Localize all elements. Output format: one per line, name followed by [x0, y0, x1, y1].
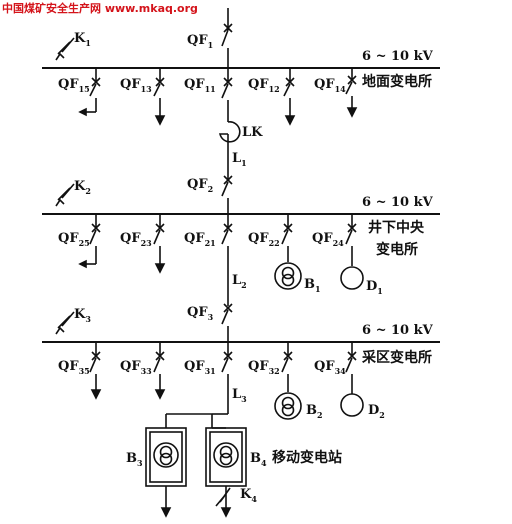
transformer-b1	[274, 262, 302, 290]
fault-label-3: K3	[74, 307, 91, 324]
mobile-substation-b4	[205, 427, 247, 518]
incoming-breaker-3	[221, 303, 233, 342]
transformer-b2	[274, 392, 302, 420]
voltage-label-2: 6 ~ 10 kV	[362, 195, 434, 210]
incoming-label-2: QF2	[187, 177, 213, 194]
fault-label-2: K2	[74, 179, 91, 196]
station-name-1: 地面变电所	[362, 73, 432, 90]
feeder-qf21	[221, 214, 233, 306]
fault-symbol-3	[55, 311, 75, 335]
station-name-2b: 变电所	[376, 241, 418, 258]
feeder-qf13	[153, 68, 166, 126]
feeder-label-qf23: QF23	[120, 231, 152, 248]
voltage-label-1: 6 ~ 10 kV	[362, 49, 434, 64]
motor-d2	[340, 393, 364, 417]
reactor-label: LK	[242, 125, 263, 140]
feeder-label-qf31: QF31	[184, 359, 216, 376]
mobile-substation-b3	[145, 427, 187, 518]
fault-label-4: K4	[240, 487, 257, 504]
feeder-label-qf22: QF22	[248, 231, 280, 248]
motor-label-d1: D1	[366, 279, 383, 296]
level-2: QF2 K2 6 ~ 10 kV 井下中央 变电所 QF25 QF23 QF21	[42, 175, 440, 306]
mobile-substations	[145, 413, 247, 518]
feeder-qf34	[340, 342, 364, 417]
level-3: QF3 K3 6 ~ 10 kV 采区变电所 QF35 QF33 QF31	[42, 303, 440, 428]
feeder-label-qf24: QF24	[312, 231, 344, 248]
fault-symbol-1	[55, 37, 75, 61]
feeder-label-qf14: QF14	[314, 77, 346, 94]
voltage-label-3: 6 ~ 10 kV	[362, 323, 434, 338]
incoming-label-1: QF1	[187, 33, 213, 50]
line-label-2: L2	[232, 273, 247, 290]
station-name-3: 采区变电所	[361, 349, 432, 366]
feeder-label-qf13: QF13	[120, 77, 152, 94]
incoming-breaker-2	[221, 175, 233, 214]
watermark: 中国煤矿安全生产网 www.mkaq.org	[2, 2, 198, 15]
motor-d1	[340, 266, 364, 290]
feeder-qf35	[89, 342, 102, 400]
feeder-label-qf25: QF25	[58, 231, 90, 248]
motor-label-d2: D2	[368, 403, 385, 420]
fault-label-1: K1	[74, 31, 91, 48]
fault-symbol-4	[215, 487, 231, 507]
mobile-label-b4: B4	[250, 451, 267, 468]
feeder-qf31	[211, 342, 233, 428]
feeder-qf12	[283, 68, 296, 126]
feeder-label-qf11: QF11	[184, 77, 216, 94]
transformer-label-b2: B2	[306, 403, 323, 420]
feeder-qf24	[340, 214, 364, 290]
line-label-1: L1	[232, 151, 247, 168]
incoming-label-3: QF3	[187, 305, 214, 322]
mobile-substation-name: 移动变电站	[272, 449, 342, 466]
feeder-label-qf15: QF15	[58, 77, 90, 94]
line-label-3: L3	[232, 387, 247, 404]
mobile-label-b3: B3	[126, 451, 143, 468]
transformer-label-b1: B1	[304, 277, 321, 294]
feeder-label-qf12: QF12	[248, 77, 280, 94]
feeder-qf33	[153, 342, 166, 400]
feeder-qf14	[345, 68, 358, 118]
fault-symbol-2	[55, 183, 75, 207]
level-1: QF1 K1 6 ~ 10 kV 地面变电所 QF15 QF13 QF11	[42, 8, 440, 126]
reactor	[219, 118, 241, 180]
feeder-qf25	[78, 214, 101, 269]
feeder-qf23	[153, 214, 166, 274]
feeder-label-qf21: QF21	[184, 231, 216, 248]
feeder-qf15	[78, 68, 101, 117]
station-name-2a: 井下中央	[368, 219, 425, 236]
feeder-qf22	[274, 214, 302, 290]
feeder-qf11	[221, 68, 233, 118]
feeder-label-qf32: QF32	[248, 359, 280, 376]
feeder-qf32	[274, 342, 302, 420]
feeder-label-qf33: QF33	[120, 359, 152, 376]
feeder-label-qf34: QF34	[314, 359, 346, 376]
incoming-breaker-1	[221, 8, 233, 68]
feeder-label-qf35: QF35	[58, 359, 90, 376]
